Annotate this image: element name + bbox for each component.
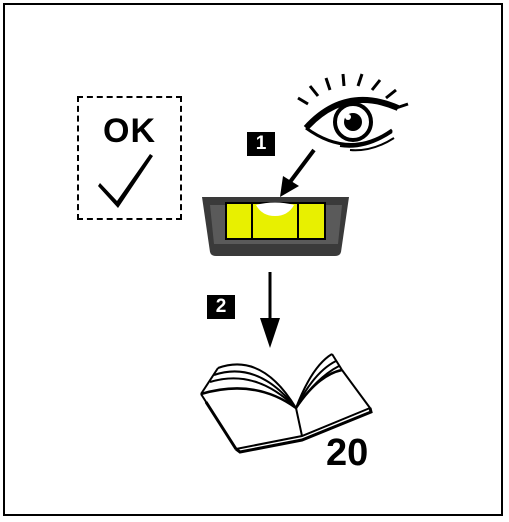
arrow-icon xyxy=(280,150,314,197)
arrow-icon xyxy=(260,272,280,348)
spirit-level-icon xyxy=(202,197,349,256)
checkmark-icon xyxy=(98,154,153,208)
eye-icon xyxy=(298,74,408,150)
book-icon xyxy=(201,354,371,452)
